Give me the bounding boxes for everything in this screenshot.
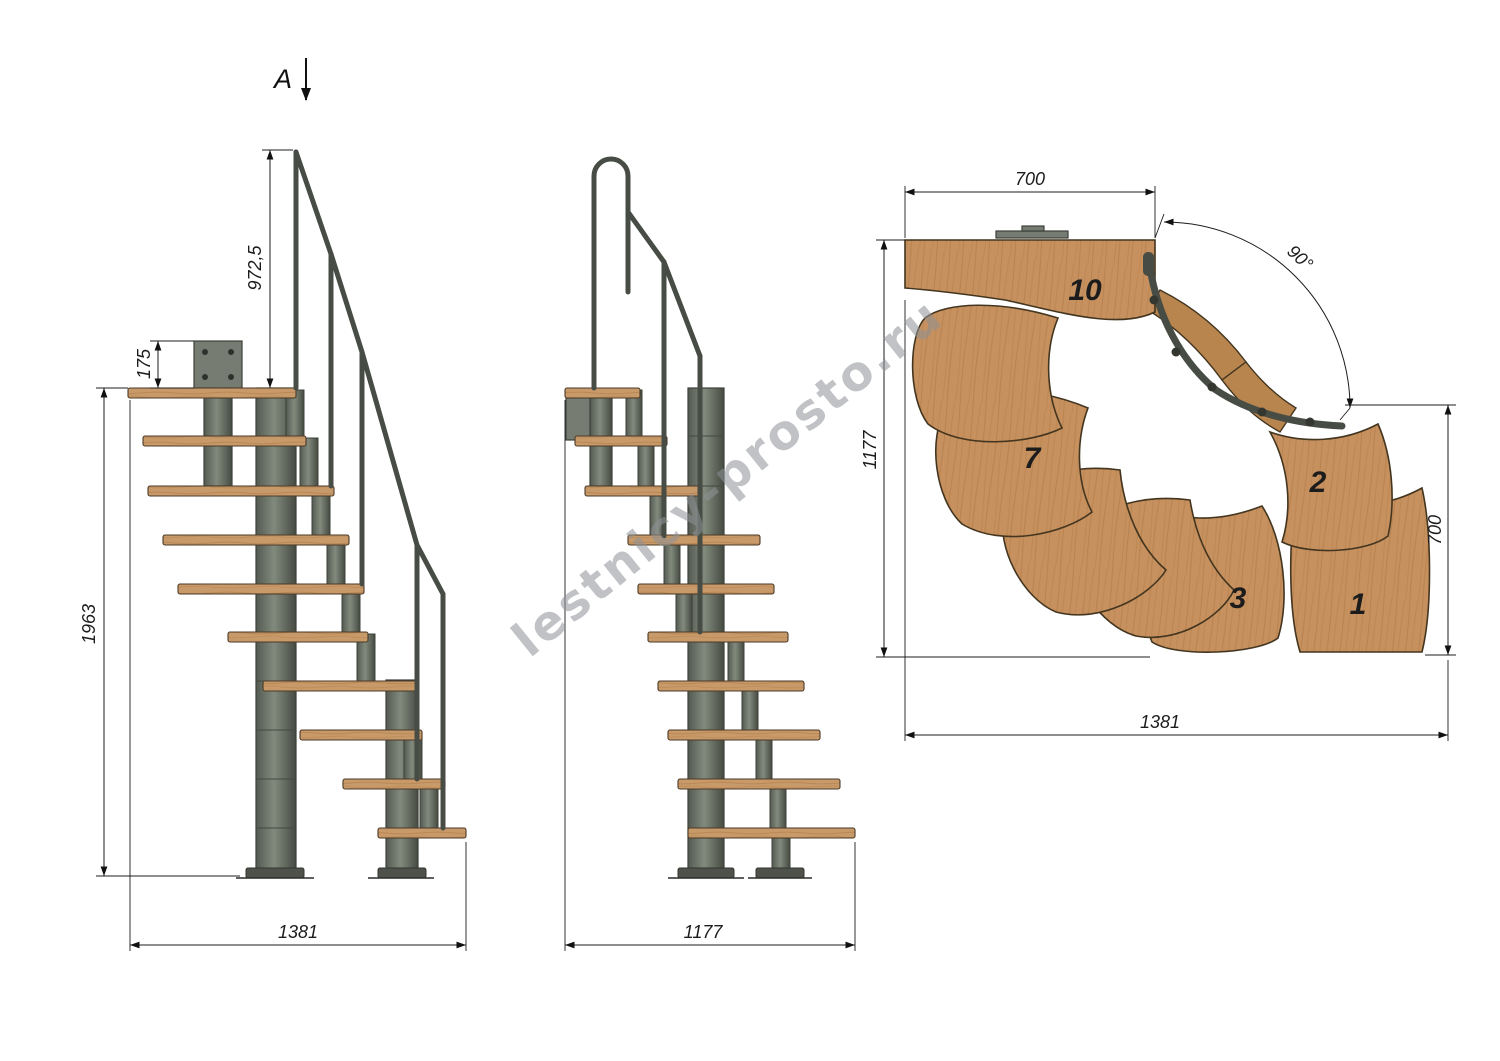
tread-3-number: 3 bbox=[1230, 582, 1247, 615]
tread bbox=[677, 778, 841, 790]
handrail-post-dot bbox=[1207, 382, 1217, 392]
front-view-treads bbox=[127, 387, 467, 839]
column-foot bbox=[677, 867, 735, 879]
dim-flight-length-label: 700 bbox=[1425, 515, 1445, 545]
right-side-view: 1177 bbox=[564, 156, 856, 951]
tread bbox=[147, 485, 335, 497]
tread bbox=[377, 827, 467, 839]
dim-total-height: 1963 bbox=[79, 387, 240, 877]
module-brackets bbox=[285, 389, 439, 831]
section-arrow: A bbox=[272, 58, 311, 101]
dim-handrail-height: 972,5 bbox=[245, 149, 293, 388]
handrail-post-dot bbox=[1305, 417, 1315, 427]
column-foot bbox=[377, 867, 427, 879]
dim-landing-width: 700 bbox=[904, 169, 1156, 238]
wall-plate-top bbox=[995, 230, 1069, 239]
dim-plate-height-label: 175 bbox=[134, 348, 154, 379]
dim-plan-depth: 1177 bbox=[860, 239, 1150, 658]
column-foot bbox=[245, 867, 305, 879]
watermark-text: lestnicy-prosto.ru bbox=[502, 287, 954, 668]
tread-9-shape bbox=[911, 304, 1064, 443]
handrail-post-dot bbox=[1171, 347, 1181, 357]
dim-handrail-height-label: 972,5 bbox=[245, 244, 265, 290]
tread bbox=[667, 729, 821, 741]
handrail-post-top bbox=[1143, 252, 1154, 276]
tread-1-number: 1 bbox=[1350, 588, 1367, 621]
tread bbox=[637, 583, 775, 595]
dim-landing-width-label: 700 bbox=[1015, 169, 1045, 189]
dim-front-width: 1381 bbox=[129, 400, 467, 951]
dim-plate-height: 175 bbox=[134, 340, 194, 389]
tread bbox=[162, 534, 350, 546]
tread bbox=[142, 435, 307, 447]
tread bbox=[342, 778, 446, 790]
tread-10-number: 10 bbox=[1068, 274, 1102, 307]
wall-mount-bracket bbox=[193, 340, 243, 487]
tread-2-shape bbox=[1268, 422, 1393, 552]
handrail-post-dot bbox=[1257, 407, 1267, 417]
tread-7-number: 7 bbox=[1024, 442, 1042, 475]
mount-plate bbox=[193, 340, 243, 389]
handrail-post-dot bbox=[1149, 295, 1159, 305]
lower-support bbox=[771, 835, 791, 873]
side-view-handrail bbox=[591, 156, 703, 635]
tread-10-landing-shape bbox=[904, 239, 1156, 321]
section-label: A bbox=[272, 64, 292, 94]
front-view-handrail bbox=[293, 149, 446, 831]
tread bbox=[647, 631, 789, 643]
bolt bbox=[202, 349, 208, 355]
dim-side-width: 1177 bbox=[564, 400, 856, 951]
tread-2-number: 2 bbox=[1309, 466, 1327, 499]
bolt bbox=[228, 349, 234, 355]
dim-plan-width: 1381 bbox=[904, 300, 1449, 741]
front-side-view: A bbox=[79, 58, 467, 951]
tread bbox=[127, 387, 297, 399]
tread bbox=[227, 631, 369, 643]
tread bbox=[177, 583, 365, 595]
handrail-loop bbox=[591, 156, 631, 391]
dim-flight-length: 700 bbox=[1345, 404, 1456, 656]
tread bbox=[262, 680, 418, 692]
dim-plan-width-label: 1381 bbox=[1140, 712, 1180, 732]
dim-plan-depth-label: 1177 bbox=[860, 430, 880, 470]
tread bbox=[687, 827, 856, 839]
tread bbox=[574, 435, 668, 447]
bolt bbox=[202, 374, 208, 380]
dim-front-width-label: 1381 bbox=[278, 922, 318, 942]
column-foot bbox=[755, 867, 805, 879]
handrail-rail bbox=[293, 149, 446, 597]
dim-total-height-label: 1963 bbox=[79, 604, 99, 644]
bolt bbox=[228, 374, 234, 380]
wall-plate-top bbox=[1021, 225, 1045, 232]
tread bbox=[299, 729, 423, 741]
side-view-treads bbox=[564, 387, 856, 839]
plan-tread-numbers: 10 7 2 3 1 bbox=[1024, 274, 1367, 621]
tread bbox=[657, 680, 805, 692]
dim-side-width-label: 1177 bbox=[684, 922, 724, 942]
plan-view: 10 7 2 3 1 700 90° 1177 bbox=[860, 169, 1456, 741]
tread bbox=[564, 387, 641, 399]
tread bbox=[627, 534, 761, 546]
